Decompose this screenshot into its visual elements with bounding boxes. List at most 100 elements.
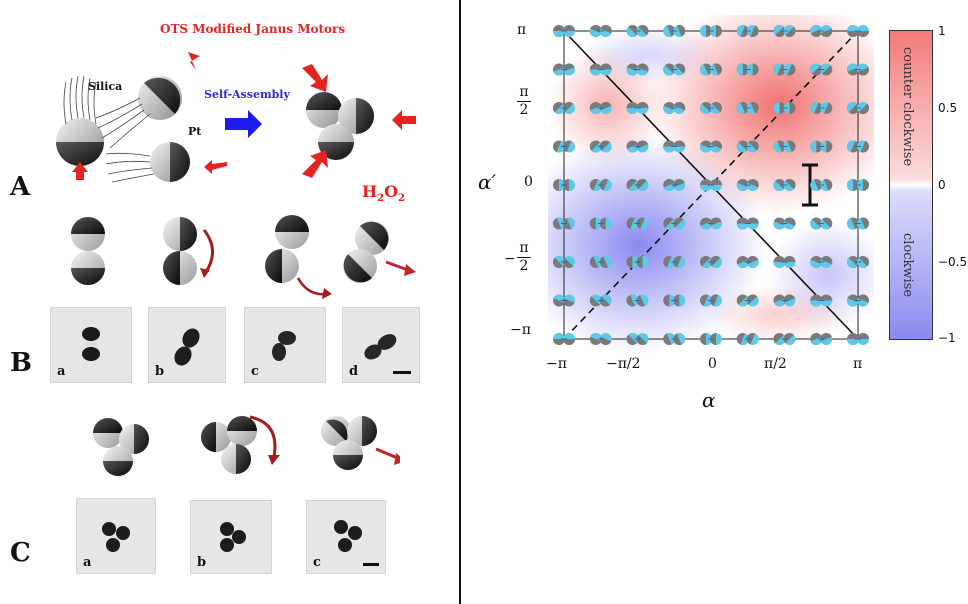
dimer-marker bbox=[773, 294, 796, 307]
dimer-marker bbox=[553, 217, 575, 230]
dimer-marker bbox=[626, 179, 649, 191]
janus-sphere bbox=[105, 142, 190, 183]
dimer-marker bbox=[626, 25, 649, 37]
dimer-marker bbox=[553, 25, 575, 37]
dimer-marker bbox=[847, 63, 869, 76]
scale-bar bbox=[393, 371, 411, 374]
dimer-marker bbox=[736, 140, 759, 153]
dimer-marker bbox=[626, 140, 649, 153]
sublabel: c bbox=[251, 364, 259, 379]
dimer-marker bbox=[553, 333, 575, 345]
dimer-marker bbox=[810, 140, 833, 153]
self-assembly-label: Self-Assembly bbox=[204, 88, 290, 101]
dimer-marker bbox=[773, 178, 796, 192]
dimer-marker bbox=[810, 256, 833, 268]
dimer-marker bbox=[663, 333, 686, 345]
silica-label: Silica bbox=[88, 80, 123, 93]
dimer-marker bbox=[773, 332, 796, 345]
colorbar-tick: 0.5 bbox=[938, 101, 958, 115]
trimer-schematics bbox=[93, 415, 400, 476]
phase-diagram-plot bbox=[548, 15, 874, 355]
sublabel: b bbox=[155, 364, 165, 379]
micrograph-b-d: d bbox=[342, 307, 420, 383]
dimer-marker bbox=[736, 179, 759, 191]
dimer-marker bbox=[700, 333, 722, 345]
dimer-marker bbox=[736, 217, 759, 230]
dimer-marker bbox=[847, 25, 869, 37]
dimer-marker bbox=[847, 217, 869, 230]
dimer-marker bbox=[700, 102, 722, 115]
dimer-marker bbox=[589, 63, 612, 76]
x-tick: −π bbox=[546, 356, 567, 372]
micrograph-b-b: b bbox=[148, 307, 226, 383]
dimer-marker bbox=[773, 217, 796, 230]
pt-label: Pt bbox=[188, 125, 202, 138]
micrograph-b-c: c bbox=[244, 307, 326, 383]
dimer-marker bbox=[589, 140, 612, 153]
sublabel: c bbox=[313, 555, 321, 570]
dimer-marker bbox=[847, 294, 869, 307]
dimer-marker bbox=[589, 25, 612, 37]
dimer-marker bbox=[736, 333, 759, 345]
micrograph-c-c: c bbox=[306, 500, 386, 574]
dimer-marker bbox=[663, 63, 686, 76]
dimer-marker bbox=[847, 140, 869, 153]
colorbar-tick: −1 bbox=[938, 331, 956, 345]
dimer-marker bbox=[847, 333, 869, 345]
panel-label-a: A bbox=[10, 172, 31, 202]
colorbar-label-clockwise: clockwise bbox=[900, 232, 915, 298]
dimer-marker bbox=[626, 256, 649, 268]
panel-label-b: B bbox=[10, 348, 32, 378]
dimer-marker bbox=[810, 63, 833, 76]
y-axis-title: α′ bbox=[478, 170, 497, 194]
dimer-marker bbox=[700, 294, 722, 307]
x-tick: 0 bbox=[708, 356, 717, 372]
colorbar bbox=[889, 30, 933, 340]
dimer-schematics bbox=[71, 215, 416, 299]
dimer-marker bbox=[553, 294, 575, 307]
colorbar-tick: −0.5 bbox=[938, 255, 968, 269]
sublabel: a bbox=[83, 555, 92, 570]
x-tick: π bbox=[853, 356, 863, 372]
dimer-marker bbox=[589, 179, 612, 191]
dimer-marker bbox=[700, 63, 722, 76]
x-axis-title: α bbox=[702, 388, 716, 412]
y-tick-zero: 0 bbox=[524, 174, 533, 190]
dimer-marker bbox=[700, 256, 722, 268]
janus-motors-illustration bbox=[56, 52, 416, 183]
dimer-marker bbox=[663, 25, 686, 37]
panel-divider bbox=[459, 0, 461, 604]
janus-sphere bbox=[95, 76, 182, 149]
dimer-marker bbox=[553, 179, 575, 191]
colorbar-label-counter-clockwise: counter clockwise bbox=[900, 47, 915, 167]
dimer-marker bbox=[773, 140, 796, 153]
dimer-marker bbox=[553, 102, 575, 114]
dimer-marker bbox=[736, 102, 759, 114]
dimer-marker bbox=[663, 102, 686, 114]
dimer-marker bbox=[700, 25, 722, 37]
x-tick: −π/2 bbox=[606, 356, 641, 372]
dimer-marker bbox=[589, 217, 612, 230]
x-tick: π/2 bbox=[764, 356, 787, 372]
dimer-marker bbox=[626, 294, 649, 307]
dimer-marker bbox=[553, 255, 575, 268]
y-tick-pi: π bbox=[517, 22, 527, 38]
dimer-marker bbox=[810, 217, 833, 230]
dimer-marker bbox=[773, 256, 796, 268]
colorbar-tick: 0 bbox=[938, 178, 946, 192]
h2o2-label: H2O2 bbox=[362, 182, 405, 205]
sublabel: a bbox=[57, 364, 66, 379]
dimer-marker bbox=[810, 294, 833, 307]
dimer-marker bbox=[663, 140, 686, 153]
figure-title: OTS Modified Janus Motors bbox=[160, 22, 346, 36]
dimer-marker bbox=[700, 140, 722, 153]
scale-bar bbox=[363, 563, 379, 566]
dimer-marker bbox=[663, 179, 686, 191]
dimer-marker bbox=[589, 256, 612, 268]
dimer-marker bbox=[773, 63, 796, 76]
micrograph-c-b: b bbox=[190, 500, 272, 574]
dimer-marker bbox=[810, 25, 833, 37]
dimer-marker bbox=[663, 256, 686, 268]
dimer-marker bbox=[589, 294, 612, 307]
dimer-marker bbox=[736, 63, 759, 76]
